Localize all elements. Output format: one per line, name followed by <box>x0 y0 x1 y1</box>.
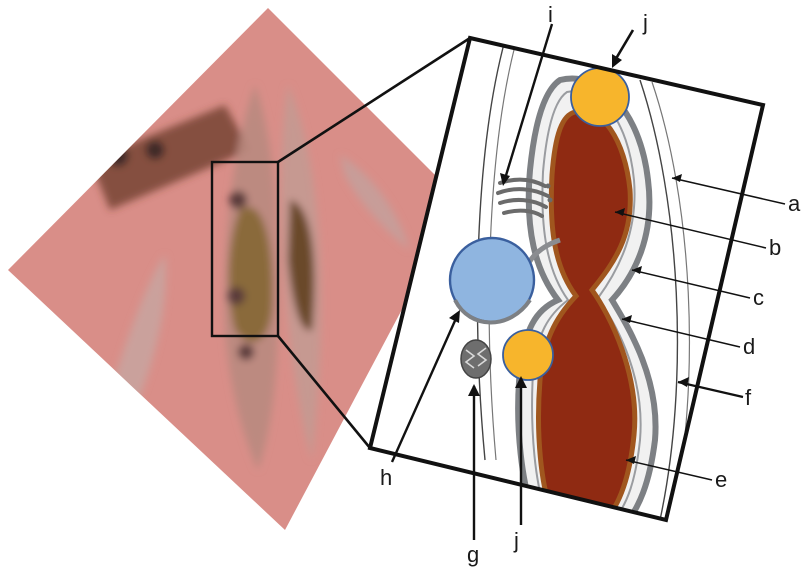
label-a: a <box>788 191 801 216</box>
label-b: b <box>769 235 781 260</box>
label-j-bottom: j <box>513 528 519 553</box>
label-h: h <box>380 465 392 490</box>
micrograph <box>0 0 470 540</box>
label-f: f <box>745 385 752 410</box>
label-i: i <box>548 2 553 27</box>
mitochondrion <box>461 340 491 378</box>
label-e: e <box>715 467 727 492</box>
central-diatom-droplet <box>229 191 247 209</box>
neighbor-cell-vesicle <box>146 141 164 159</box>
label-d: d <box>743 334 755 359</box>
label-j-top: j <box>642 10 648 35</box>
label-c: c <box>753 285 764 310</box>
neighbor-cell-vesicle <box>108 146 128 166</box>
label-g: g <box>467 542 479 567</box>
lipid-droplet-bottom <box>503 330 553 380</box>
cell-schematic <box>370 38 763 530</box>
lipid-droplet-top <box>571 68 629 126</box>
central-diatom-droplet <box>227 287 245 305</box>
central-diatom-droplet <box>238 344 254 360</box>
